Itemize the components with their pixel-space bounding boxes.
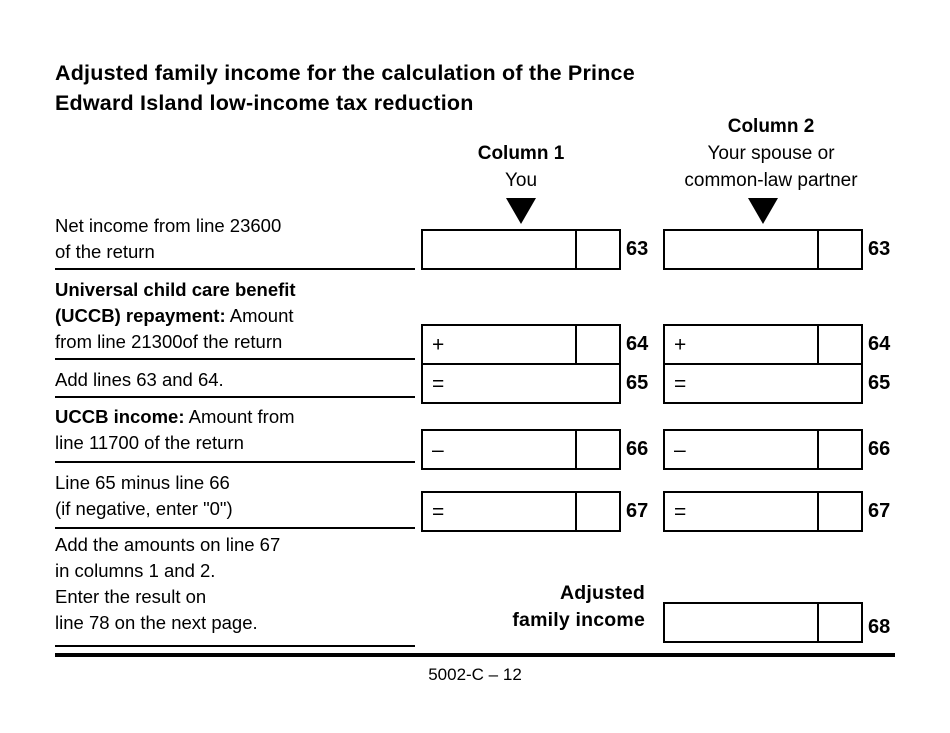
operator-plus: + — [432, 333, 445, 356]
total-instruction-line-4: line 78 on the next page. — [55, 612, 258, 633]
cents-divider — [817, 493, 819, 530]
total-instruction-line-3: Enter the result on — [55, 586, 207, 607]
amount-box-68[interactable] — [663, 602, 863, 643]
row-66-label-line-2: line 11700 of the return — [55, 432, 244, 453]
page-title: Adjusted family income for the calculati… — [55, 58, 855, 118]
row-66-label-line-1: UCCB income: Amount from — [55, 406, 295, 427]
cents-divider — [817, 604, 819, 641]
page-title-line-2: Edward Island low-income tax reduction — [55, 91, 474, 115]
total-instruction-line-2: in columns 1 and 2. — [55, 560, 216, 581]
amount-box-64-col1[interactable]: + — [421, 324, 621, 365]
row-64-label-line-3: from line 21300of the return — [55, 331, 283, 352]
cents-divider — [817, 431, 819, 468]
cents-divider — [575, 326, 577, 363]
line-number-64-col2: 64 — [868, 333, 891, 355]
row-63-label-line-2: of the return — [55, 241, 155, 262]
amount-box-64-col2[interactable]: + — [663, 324, 863, 365]
amount-box-65-col2[interactable]: = — [663, 363, 863, 404]
page-title-line-1: Adjusted family income for the calculati… — [55, 61, 635, 85]
line-number-67-col1: 67 — [626, 500, 649, 522]
column-1-heading: Column 1 — [477, 143, 565, 164]
row-67-label-line-1: Line 65 minus line 66 — [55, 472, 230, 493]
column-2-arrow-icon — [748, 198, 778, 224]
operator-equals: = — [432, 500, 445, 523]
row-64-rule — [55, 358, 415, 360]
amount-box-67-col1[interactable]: = — [421, 491, 621, 532]
amount-box-63-col1[interactable] — [421, 229, 621, 270]
amount-box-67-col2[interactable]: = — [663, 491, 863, 532]
line-number-65-col2: 65 — [868, 372, 891, 394]
operator-equals: = — [432, 372, 445, 395]
row-63-label: Net income from line 23600 of the return — [55, 213, 425, 265]
row-64-label-line-2: (UCCB) repayment: Amount — [55, 305, 294, 326]
amount-box-66-col1[interactable]: – — [421, 429, 621, 470]
column-1-header: Column 1 You — [421, 140, 621, 194]
operator-minus: – — [432, 438, 444, 461]
operator-equals: = — [674, 500, 687, 523]
afi-caption-line-2: family income — [512, 609, 645, 631]
row-64-label-line-1: Universal child care benefit — [55, 279, 296, 300]
cents-divider — [817, 326, 819, 363]
cents-divider — [817, 231, 819, 268]
amount-box-63-col2[interactable] — [663, 229, 863, 270]
row-67-label-line-2: (if negative, enter "0") — [55, 498, 233, 519]
column-2-subheading-line-1: Your spouse or — [707, 143, 835, 164]
operator-plus: + — [674, 333, 687, 356]
row-64-label: Universal child care benefit (UCCB) repa… — [55, 277, 425, 355]
row-66-label: UCCB income: Amount from line 11700 of t… — [55, 404, 425, 456]
line-number-64-col1: 64 — [626, 333, 649, 355]
column-2-subheading-line-2: common-law partner — [684, 170, 858, 191]
line-number-67-col2: 67 — [868, 500, 891, 522]
total-row-instructions: Add the amounts on line 67 in columns 1 … — [55, 532, 425, 636]
operator-equals: = — [674, 372, 687, 395]
cents-divider — [575, 493, 577, 530]
line-number-66-col1: 66 — [626, 438, 649, 460]
operator-minus: – — [674, 438, 686, 461]
line-number-65-col1: 65 — [626, 372, 649, 394]
column-2-heading: Column 2 — [727, 116, 815, 137]
row-63-rule — [55, 268, 415, 270]
cents-divider — [575, 231, 577, 268]
adjusted-family-income-caption: Adjusted family income — [430, 580, 645, 634]
row-67-rule — [55, 527, 415, 529]
column-2-header: Column 2 Your spouse or common-law partn… — [646, 113, 896, 194]
line-number-68: 68 — [868, 616, 891, 638]
line-number-63-col1: 63 — [626, 238, 649, 260]
row-66-rule — [55, 461, 415, 463]
row-65-label: Add lines 63 and 64. — [55, 367, 425, 393]
afi-caption-line-1: Adjusted — [559, 582, 645, 604]
total-instruction-line-1: Add the amounts on line 67 — [55, 534, 281, 555]
cents-divider — [575, 431, 577, 468]
bottom-rule — [55, 653, 895, 657]
row-65-rule — [55, 396, 415, 398]
column-1-subheading: You — [504, 170, 538, 191]
amount-box-65-col1[interactable]: = — [421, 363, 621, 404]
row-67-label: Line 65 minus line 66 (if negative, ente… — [55, 470, 425, 522]
row-65-label-line-1: Add lines 63 and 64. — [55, 369, 224, 390]
row-63-label-line-1: Net income from line 23600 — [55, 215, 282, 236]
line-number-63-col2: 63 — [868, 238, 891, 260]
column-1-arrow-icon — [506, 198, 536, 224]
line-number-66-col2: 66 — [868, 438, 891, 460]
amount-box-66-col2[interactable]: – — [663, 429, 863, 470]
total-row-rule — [55, 645, 415, 647]
form-footer: 5002-C – 12 — [428, 665, 522, 684]
